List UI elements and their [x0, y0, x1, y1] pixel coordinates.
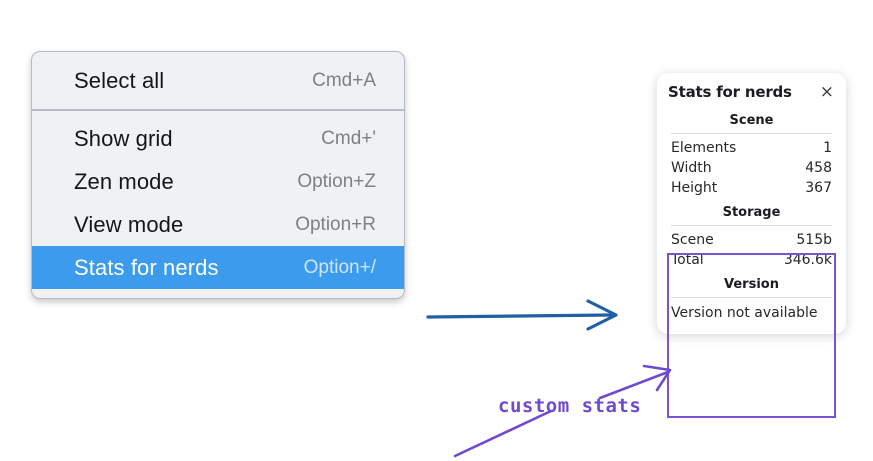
stat-row: Scene 515b	[668, 230, 835, 250]
panel-titlebar: Stats for nerds ×	[668, 83, 835, 101]
menu-item-stats-for-nerds[interactable]: Stats for nerds Option+/	[32, 246, 404, 289]
menu-item-label: Show grid	[74, 125, 173, 151]
menu-item-shortcut: Option+Z	[297, 170, 376, 192]
stat-value: 367	[805, 180, 832, 196]
section-scene: Scene Elements 1 Width 458 Height 367	[668, 112, 835, 198]
version-note: Version not available	[671, 305, 818, 321]
menu-item-view-mode[interactable]: View mode Option+R	[32, 203, 404, 246]
close-icon[interactable]: ×	[819, 81, 834, 102]
menu-item-label: View mode	[74, 211, 184, 237]
stat-row: Total 346.6k	[668, 250, 835, 270]
section-rule	[671, 297, 832, 298]
menu-item-zen-mode[interactable]: Zen mode Option+Z	[32, 160, 404, 203]
section-storage: Storage Scene 515b Total 346.6k	[668, 204, 835, 270]
panel-title: Stats for nerds	[668, 83, 792, 101]
menu-item-label: Stats for nerds	[74, 254, 219, 280]
stat-value: 515b	[796, 232, 832, 248]
menu-group-1: Select all Cmd+A	[32, 59, 404, 102]
menu-item-select-all[interactable]: Select all Cmd+A	[32, 59, 404, 102]
menu-item-show-grid[interactable]: Show grid Cmd+'	[32, 117, 404, 160]
menu-divider	[32, 109, 404, 111]
canvas-context-menu[interactable]: Select all Cmd+A Show grid Cmd+' Zen mod…	[31, 51, 405, 299]
stat-key: Height	[671, 180, 718, 196]
section-rule	[671, 133, 832, 134]
menu-item-shortcut: Option+/	[303, 256, 376, 278]
menu-item-shortcut: Option+R	[295, 213, 376, 235]
section-heading: Scene	[729, 113, 774, 128]
menu-item-shortcut: Cmd+'	[321, 127, 376, 149]
handwritten-annotation-label: custom stats	[498, 395, 642, 417]
section-heading: Version	[724, 277, 779, 292]
section-version: Version Version not available	[668, 276, 835, 322]
stat-row: Width 458	[668, 158, 835, 178]
menu-item-shortcut: Cmd+A	[312, 69, 376, 91]
section-heading: Storage	[722, 205, 781, 220]
stat-row: Elements 1	[668, 138, 835, 158]
menu-group-2: Show grid Cmd+' Zen mode Option+Z View m…	[32, 117, 404, 289]
stats-for-nerds-panel[interactable]: Stats for nerds × Scene Elements 1 Width…	[657, 73, 846, 334]
menu-item-label: Zen mode	[74, 168, 174, 194]
stat-row: Height 367	[668, 178, 835, 198]
blue-arrow	[426, 299, 618, 331]
stat-key: Total	[671, 252, 704, 268]
menu-item-label: Select all	[74, 67, 165, 93]
section-rule	[671, 225, 832, 226]
stat-key: Elements	[671, 140, 737, 156]
stat-key: Scene	[671, 232, 714, 248]
stat-key: Width	[671, 160, 712, 176]
purple-arrow	[598, 364, 672, 400]
stat-value: 458	[805, 160, 832, 176]
purple-underline-stroke	[453, 409, 553, 458]
stat-value: 346.6k	[783, 252, 832, 268]
stat-value: 1	[823, 140, 832, 156]
